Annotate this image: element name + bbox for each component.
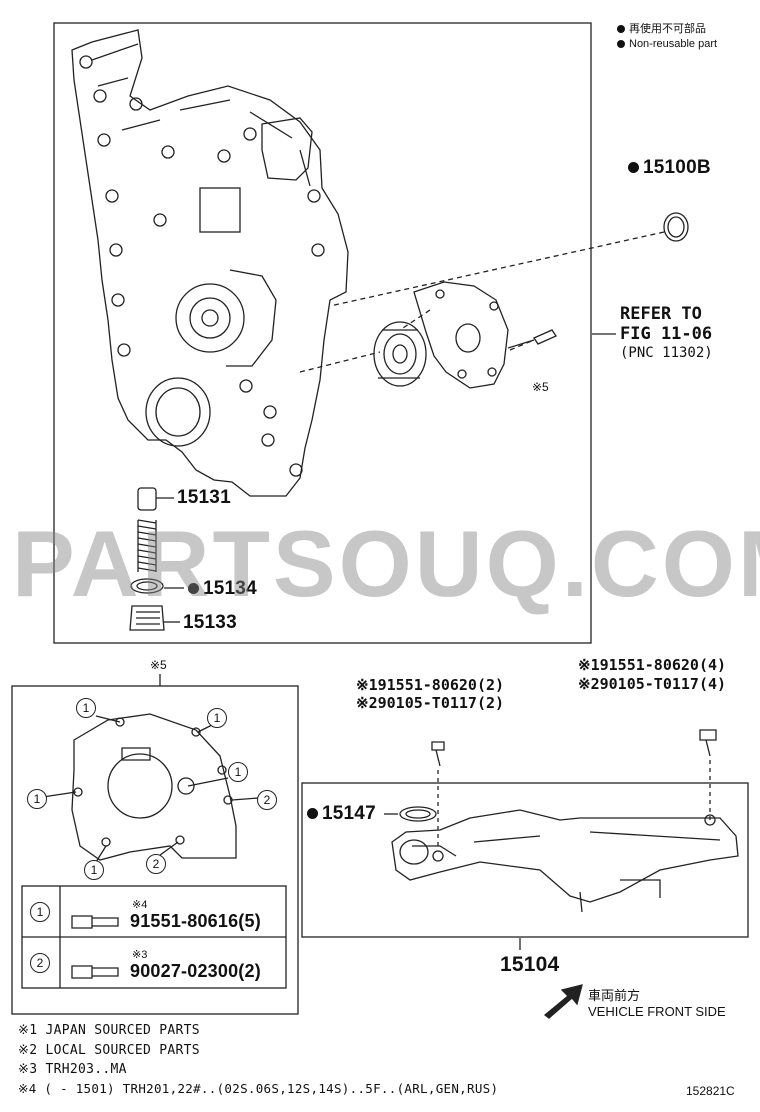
cover-boss-upper [261,117,313,181]
gasket-15147 [399,806,437,822]
main-frame [53,22,592,644]
table-row2-note: ※3 [132,949,148,961]
refer-line3: (PNC 11302) [620,345,713,361]
bolt-a-line1[interactable]: ※191551-80620(2) [356,676,505,694]
watermark: PARTSOUQ.COM [12,511,760,616]
callout-2-a: 2 [257,790,277,810]
part-15100b[interactable]: 15100B [628,157,711,179]
timing-cover [71,29,349,497]
bolt-b-line1[interactable]: ※191551-80620(4) [578,656,727,674]
callout-1-b: 1 [207,708,227,728]
pump-bolt [533,329,557,345]
oil-pan-bolt-a [431,741,445,767]
part-15134[interactable]: 15134 [188,578,257,600]
note5-tag-box: ※5 [150,658,167,672]
bolt-b-line2[interactable]: ※290105-T0117(4) [578,675,727,693]
relief-spring [137,519,157,572]
callout-1-a: 1 [76,698,96,718]
non-reusable-dot-icon [188,583,199,595]
non-reusable-dot-icon [628,162,639,174]
oil-pan-box [301,782,749,938]
table-row1-key: 1 [30,902,50,922]
gasket-15134 [130,578,164,594]
callout-2-b: 2 [146,854,166,874]
cover-label-plate [199,187,241,233]
table-row2-part[interactable]: 90027-02300(2) [130,961,261,981]
non-reusable-dot-icon [307,808,318,820]
pump-detail-box [11,685,299,1015]
part-15104[interactable]: 15104 [500,953,560,976]
callout-1-d: 1 [228,762,248,782]
refer-line1: REFER TO [620,304,702,324]
bolt-a-line2[interactable]: ※290105-T0117(2) [356,694,505,712]
non-reusable-dot-icon [617,40,625,49]
oil-strainer [391,809,739,903]
part-15133[interactable]: 15133 [183,612,237,633]
table-row1-note: ※4 [132,899,148,911]
cover-bolt-bosses [79,55,325,477]
front-side-arrow [543,984,583,1019]
note-2: ※2 LOCAL SOURCED PARTS [18,1043,200,1058]
direction-jp: 車両前方 [588,988,641,1003]
part-15131[interactable]: 15131 [177,487,231,508]
note-4: ※4 ( - 1501) TRH201,22#..(02S.06S,12S,14… [18,1081,499,1096]
oil-pan-bolt-b [699,729,717,757]
pump-plate [71,713,237,861]
note5-tag-top: ※5 [532,380,549,394]
refer-line2[interactable]: FIG 11-06 [620,324,713,344]
pump-plate-bore [107,753,173,819]
callout-1-e: 1 [84,860,104,880]
bolt-row1-icon [71,915,119,929]
non-reusable-dot-icon [617,25,625,34]
direction-en: VEHICLE FRONT SIDE [588,1004,726,1019]
legend-jp: 再使用不可部品 [617,20,706,36]
table-row2-key: 2 [30,953,50,973]
legend-en: Non-reusable part [617,38,717,50]
part-15147[interactable]: 15147 [307,803,376,825]
bolt-row2-icon [71,965,119,979]
oil-pump-rotor [373,321,427,387]
callout-1-c: 1 [27,789,47,809]
crank-seal-bore [145,377,211,447]
water-pump [175,283,245,353]
figure-id: 152821C [686,1084,735,1098]
oring-15100b [663,212,689,242]
note-1: ※1 JAPAN SOURCED PARTS [18,1023,200,1038]
oil-pump-cover [413,281,509,389]
note-3: ※3 TRH203..MA [18,1062,127,1077]
relief-plug-15131 [137,487,157,511]
plug-15133 [129,605,165,631]
table-row1-part[interactable]: 91551-80616(5) [130,911,261,931]
